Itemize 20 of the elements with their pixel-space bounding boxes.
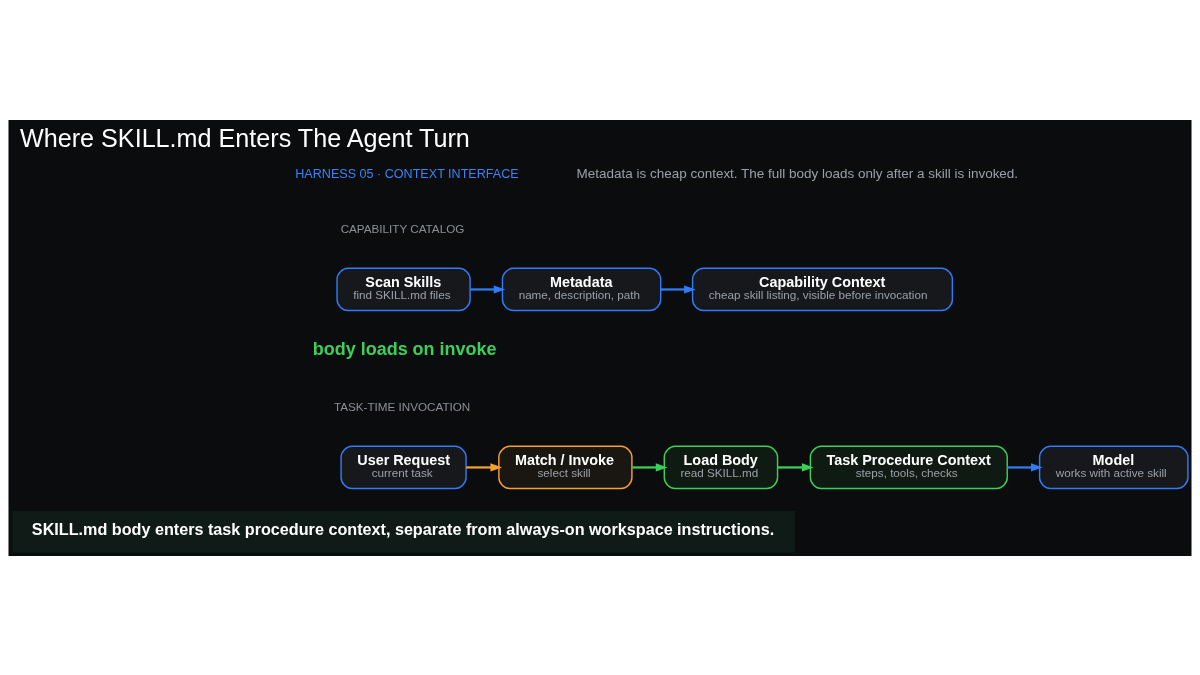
arrow: [470, 284, 506, 294]
node-box: Load Body read SKILL.md: [663, 445, 779, 489]
label: HARNESS 05 · CONTEXT INTERFACE: [295, 166, 519, 181]
label: CAPABILITY CATALOG: [340, 221, 465, 235]
label: body loads on invoke: [312, 338, 497, 359]
node-box: Model works with active skill: [1038, 445, 1189, 489]
node-box: Capability Context cheap skill listing, visible before invocation: [691, 267, 954, 311]
node-box: User Request current task: [340, 445, 467, 489]
arrow: [1007, 462, 1043, 472]
arrow: [777, 462, 814, 472]
label: TASK-TIME INVOCATION: [333, 399, 471, 413]
diagram-title: Where SKILL.md Enters The Agent Turn: [20, 123, 470, 152]
arrow: [632, 462, 668, 472]
arrow: [466, 462, 503, 472]
label: Metadata is cheap context. The full body loads only after a skill is invoked.: [576, 165, 1019, 181]
node-box: Metadata name, description, path: [501, 267, 662, 311]
arrow: [660, 284, 696, 294]
node-box: Scan Skills find SKILL.md files: [336, 267, 471, 311]
node-box: Task Procedure Context steps, tools, checks: [809, 445, 1008, 489]
node-box: Match / Invoke select skill: [498, 445, 633, 489]
